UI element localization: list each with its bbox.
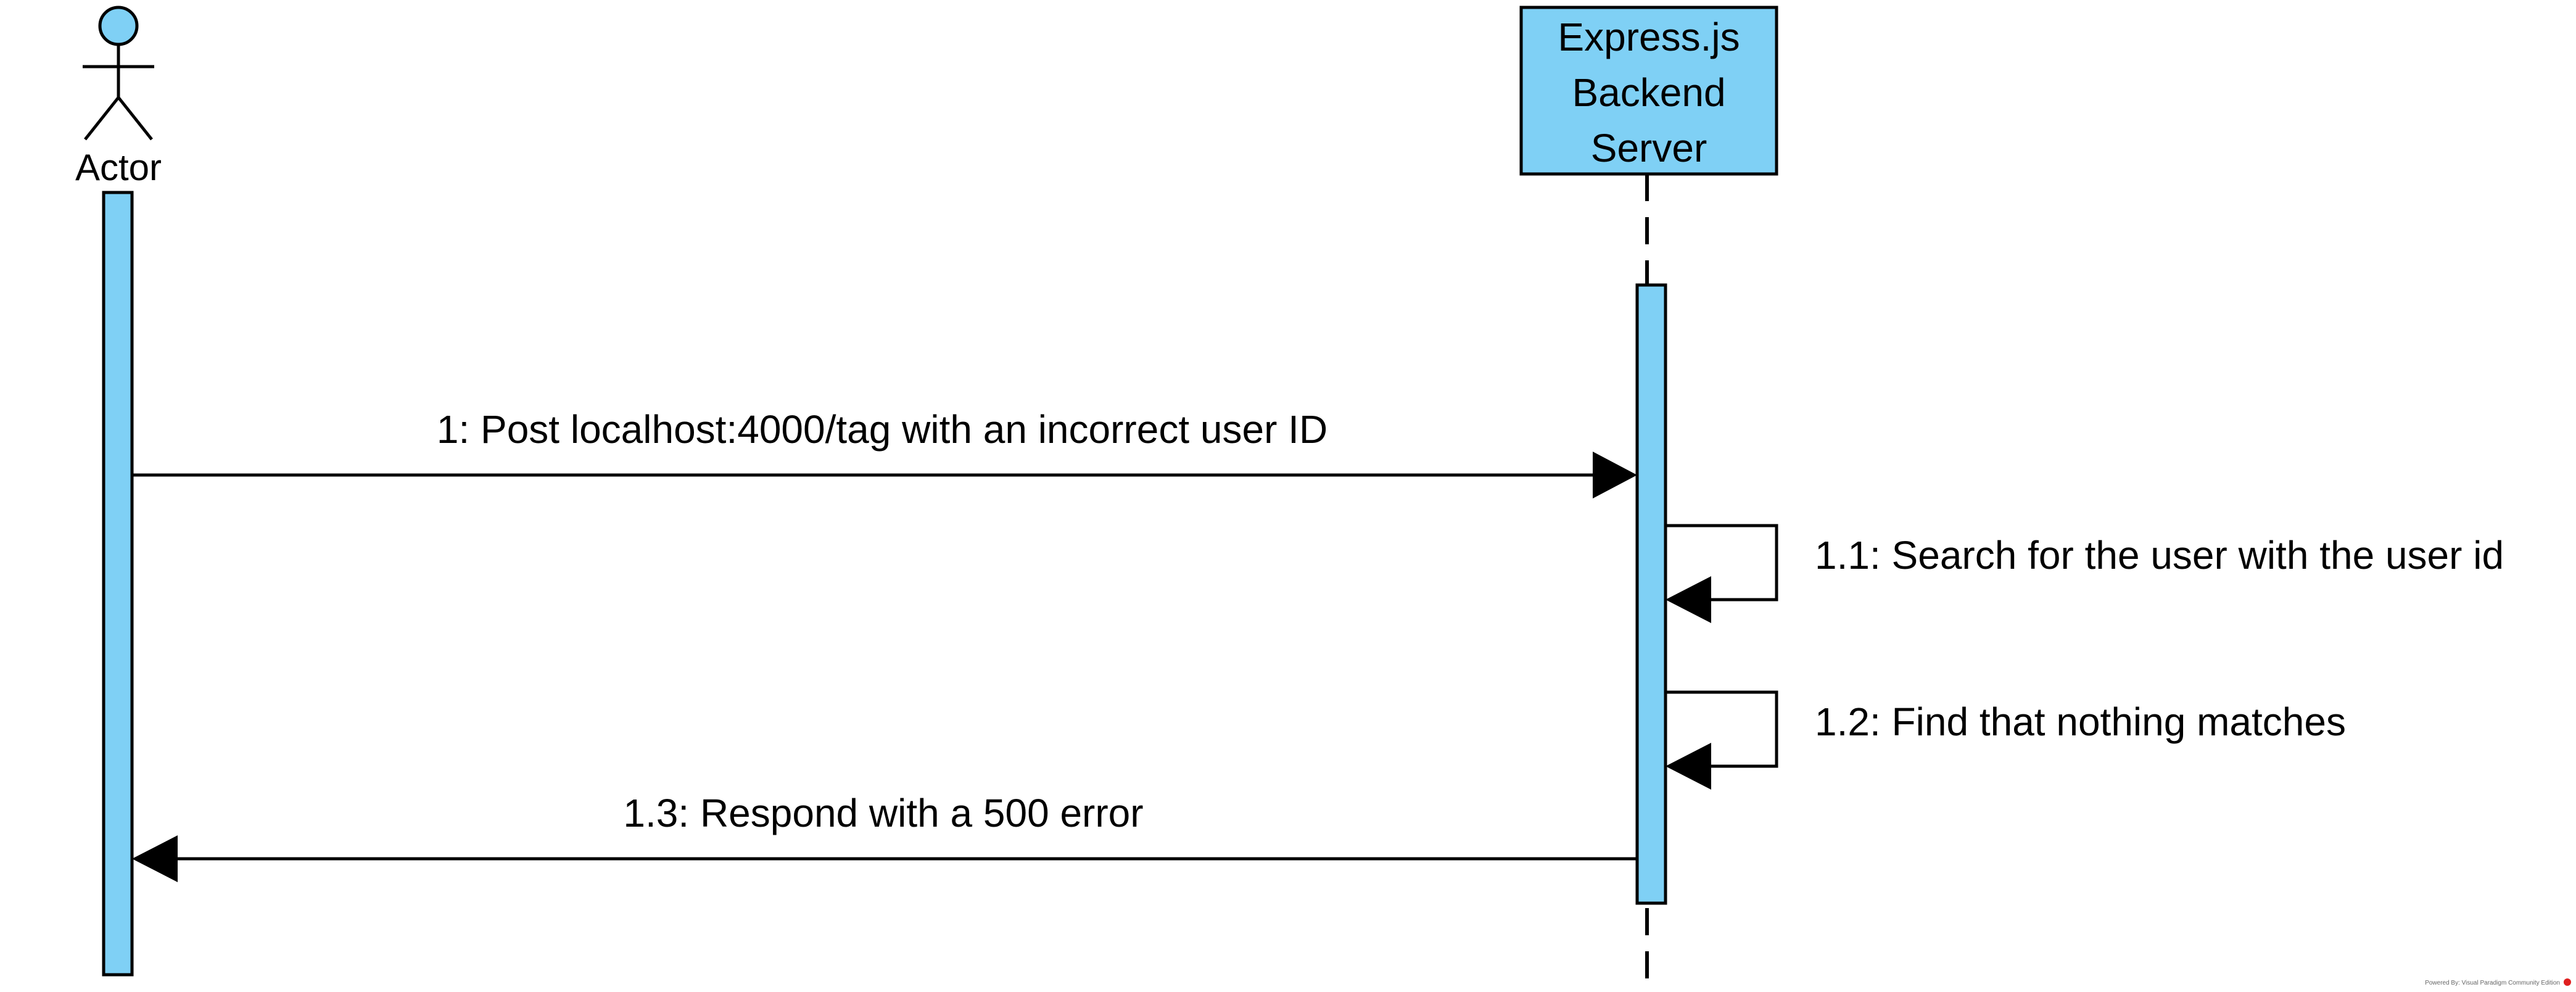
actor-right-leg — [117, 96, 153, 141]
server-activation-bar — [1635, 283, 1667, 905]
powered-by-text: Powered By: Visual Paradigm Community Ed… — [2425, 980, 2560, 986]
server-title-line-2: Backend — [1572, 70, 1725, 115]
actor-left-leg — [84, 96, 120, 141]
message-1-1-self-arrow — [1666, 524, 1778, 623]
message-1-3-label: 1.3: Respond with a 500 error — [623, 791, 1143, 835]
message-1-1-label: 1.1: Search for the user with the user i… — [1815, 533, 2504, 577]
message-1-2-label: 1.2: Find that nothing matches — [1815, 700, 2346, 744]
visual-paradigm-logo-icon — [2564, 978, 2571, 986]
server-header-box — [1519, 6, 1778, 176]
actor-head — [98, 6, 139, 46]
server-title-line-1: Express.js — [1558, 15, 1740, 59]
message-1-2-self-arrow — [1666, 690, 1778, 790]
message-1-arrow — [132, 452, 1637, 498]
message-1-label: 1: Post localhost:4000/tag with an incor… — [437, 407, 1327, 452]
actor-label: Actor — [75, 147, 162, 188]
message-1-3-arrow — [132, 835, 1637, 882]
actor-activation-bar — [102, 191, 134, 977]
actor-figure — [83, 6, 154, 141]
server-title-line-3: Server — [1591, 126, 1707, 170]
